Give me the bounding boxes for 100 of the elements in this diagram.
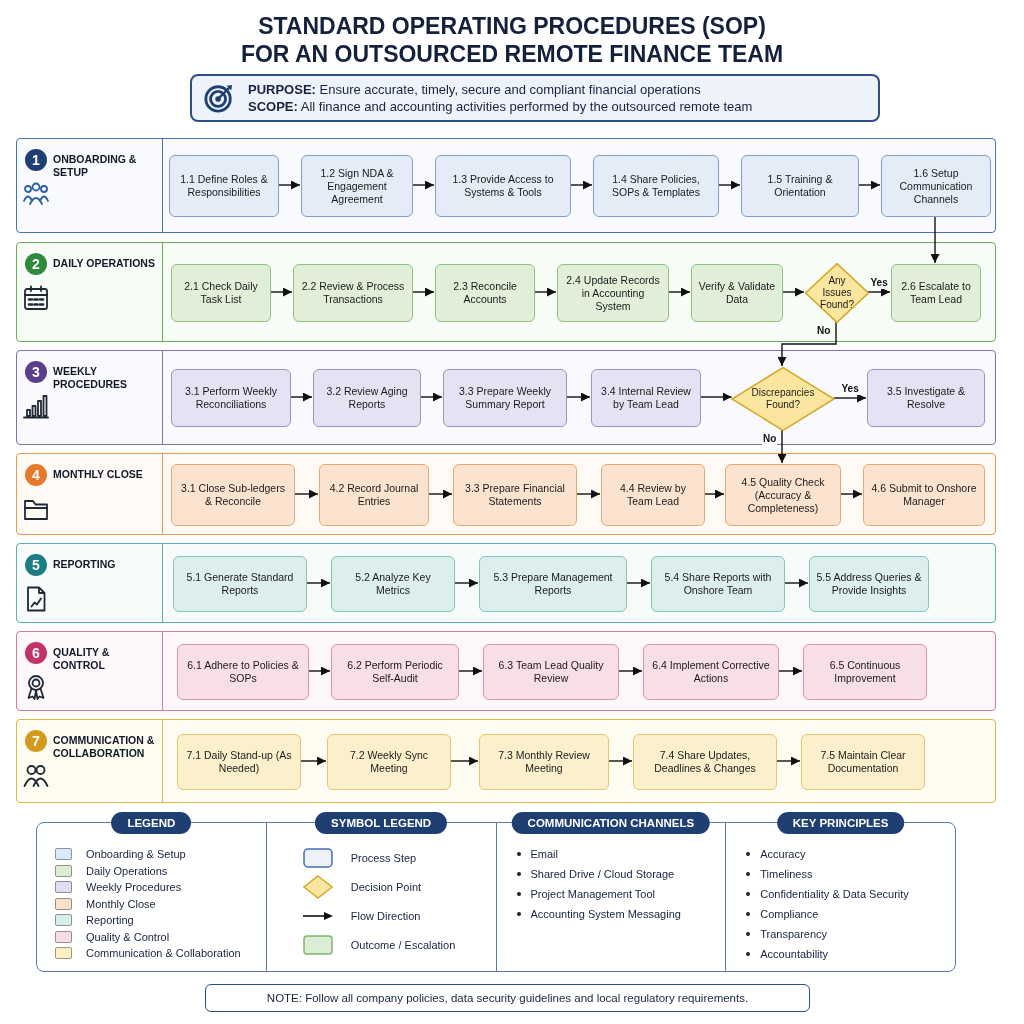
lane-title: REPORTING	[53, 557, 116, 571]
lane-number: 5	[25, 554, 47, 576]
process-step: 1.4 Share Policies, SOPs & Templates	[593, 155, 719, 217]
arrow	[777, 321, 837, 367]
process-step: 6.2 Perform Periodic Self-Audit	[331, 644, 459, 700]
principle-item: Compliance	[760, 907, 819, 921]
channel-item: Accounting System Messaging	[530, 907, 681, 921]
principle-item: Accountability	[760, 947, 829, 961]
arrow	[775, 756, 801, 766]
process-step: Verify & Validate Data	[691, 264, 783, 322]
lane-title: MONTHLY CLOSE	[53, 467, 143, 481]
process-step: 3.4 Internal Review by Team Lead	[591, 369, 701, 427]
process-step: 3.3 Prepare Financial Statements	[453, 464, 577, 526]
lane-number: 6	[25, 642, 47, 664]
process-step: 7.1 Daily Stand-up (As Needed)	[177, 734, 301, 790]
decision-diamond: Any Issues Found?	[805, 263, 869, 323]
legend-label: Weekly Procedures	[86, 880, 182, 894]
title: STANDARD OPERATING PROCEDURES (SOP) FOR AN OUTSOURCED REMOTE FINANCE TEAM	[239, 12, 785, 68]
lane-title: DAILY OPERATIONS	[53, 256, 155, 270]
process-step: 1.2 Sign NDA & Engagement Agreement	[301, 155, 413, 217]
process-step: 7.2 Weekly Sync Meeting	[327, 734, 451, 790]
arrow	[867, 287, 891, 297]
arrow	[307, 666, 331, 676]
process-step: 5.3 Prepare Management Reports	[479, 556, 627, 612]
arrow	[419, 392, 443, 402]
edge-label: No	[762, 433, 778, 445]
process-step: 4.6 Submit to Onshore Manager	[863, 464, 985, 526]
arrow	[607, 756, 633, 766]
process-step: 1.5 Training & Orientation	[741, 155, 859, 217]
process-step: 5.4 Share Reports with Onshore Team	[651, 556, 785, 612]
process-step: 7.3 Monthly Review Meeting	[479, 734, 609, 790]
section-heading: SYMBOL LEGEND	[315, 812, 448, 834]
process-step: 6.4 Implement Corrective Actions	[643, 644, 779, 700]
swimlane	[16, 453, 996, 535]
process-step: 3.1 Close Sub-ledgers & Reconcile	[171, 464, 295, 526]
channel-item: Email	[530, 847, 558, 861]
arrow	[783, 578, 809, 588]
process-step: 2.2 Review & Process Transactions	[293, 264, 413, 322]
swimlane	[16, 719, 996, 803]
legend-label: Daily Operations	[86, 863, 168, 878]
legend-label: Reporting	[86, 913, 134, 927]
process-step: 2.3 Reconcile Accounts	[435, 264, 535, 322]
edge-label: No	[816, 325, 832, 337]
arrow	[289, 392, 313, 402]
legend-label: Communication & Collaboration	[86, 946, 241, 960]
arrow	[930, 215, 940, 264]
lane-number: 1	[25, 149, 47, 171]
legend-label: Quality & Control	[86, 929, 170, 944]
swimlane	[16, 543, 996, 623]
arrow	[453, 578, 479, 588]
swimlane	[16, 138, 996, 233]
swimlane	[16, 631, 996, 711]
arrow	[449, 756, 479, 766]
arrow	[299, 756, 327, 766]
arrow	[667, 287, 691, 297]
process-step: 3.1 Perform Weekly Reconciliations	[171, 369, 291, 427]
lane-title: ONBOARDING & SETUP	[53, 152, 138, 179]
arrow	[293, 489, 319, 499]
arrow	[411, 180, 435, 190]
arrow	[625, 578, 651, 588]
arrow	[411, 287, 435, 297]
swimlane	[16, 242, 996, 342]
scope-text: SCOPE: All finance and accounting activities performed by the outsourced remote team	[248, 98, 753, 115]
arrow	[569, 180, 593, 190]
channel-item: Shared Drive / Cloud Storage	[530, 867, 675, 881]
legend-label: Decision Point	[350, 880, 422, 894]
process-step: 3.5 Investigate & Resolve	[867, 369, 985, 427]
legend-label: Flow Direction	[350, 909, 421, 923]
process-step: 7.5 Maintain Clear Documentation	[801, 734, 925, 790]
arrow	[857, 180, 881, 190]
process-step: 1.3 Provide Access to Systems & Tools	[435, 155, 571, 217]
principle-item: Confidentiality & Data Security	[760, 887, 909, 901]
lane-number: 4	[25, 464, 47, 486]
arrow	[617, 666, 643, 676]
process-step: 3.2 Review Aging Reports	[313, 369, 421, 427]
legend-label: Outcome / Escalation	[350, 938, 456, 952]
arrow	[269, 287, 293, 297]
legend-label: Onboarding & Setup	[86, 847, 186, 861]
edge-label: Yes	[840, 383, 860, 395]
legend-label: Monthly Close	[86, 896, 156, 911]
principle-item: Transparency	[760, 927, 828, 941]
decision-diamond: Discrepancies Found?	[731, 367, 835, 431]
process-step: 6.5 Continuous Improvement	[803, 644, 927, 700]
arrow	[457, 666, 483, 676]
arrow	[305, 578, 331, 588]
arrow	[565, 392, 591, 402]
arrow	[777, 429, 787, 464]
section-heading: LEGEND	[111, 812, 192, 834]
arrow	[703, 489, 725, 499]
section-heading: KEY PRINCIPLES	[776, 812, 905, 834]
arrow	[833, 393, 867, 403]
arrow	[575, 489, 601, 499]
swimlane	[16, 350, 996, 445]
lane-number: 7	[25, 730, 47, 752]
section-heading: COMMUNICATION CHANNELS	[511, 812, 711, 834]
process-step: 3.3 Prepare Weekly Summary Report	[443, 369, 567, 427]
arrow	[717, 180, 741, 190]
process-step: 4.4 Review by Team Lead	[601, 464, 705, 526]
process-step: 5.5 Address Queries & Provide Insights	[809, 556, 929, 612]
arrow	[427, 489, 453, 499]
